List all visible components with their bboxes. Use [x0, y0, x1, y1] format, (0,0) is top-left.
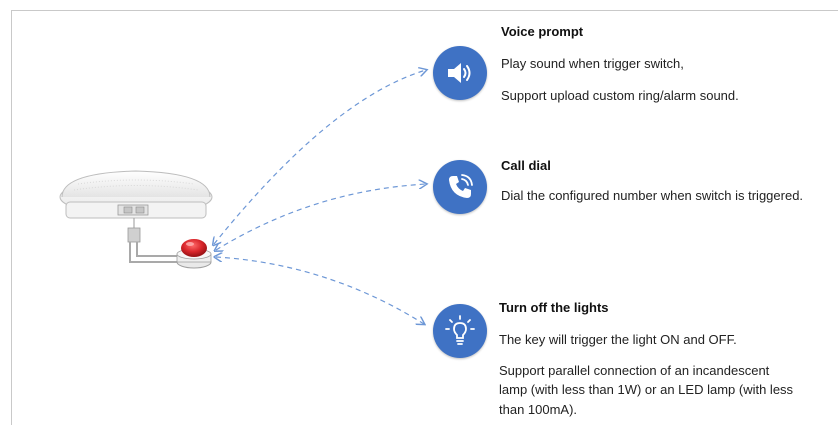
feature-desc-line: Support parallel connection of an incand… [499, 363, 770, 378]
phone-call-icon [433, 160, 487, 214]
frame-border-left [11, 10, 12, 425]
feature-desc-line: Play sound when trigger switch, [501, 56, 684, 71]
connector-lights [216, 257, 424, 324]
feature-desc-line: than 100mA). [499, 402, 578, 417]
connector-voice-prompt [214, 70, 426, 244]
red-trigger-button [176, 239, 212, 269]
speaker-volume-icon [433, 46, 487, 100]
feature-title-call-dial: Call dial [501, 158, 551, 173]
feature-desc-line: The key will trigger the light ON and OF… [499, 332, 737, 347]
feature-title-lights: Turn off the lights [499, 300, 609, 315]
connector-call-dial [216, 184, 426, 250]
feature-desc-line: lamp (with less than 1W) or an LED lamp … [499, 382, 794, 397]
light-bulb-icon [433, 304, 487, 358]
sip-device-illustration [59, 170, 213, 263]
feature-desc-line: Dial the configured number when switch i… [501, 188, 804, 203]
feature-desc-line: Support upload custom ring/alarm sound. [501, 88, 739, 103]
feature-title-voice-prompt: Voice prompt [501, 24, 584, 39]
frame-border-top [11, 10, 838, 11]
